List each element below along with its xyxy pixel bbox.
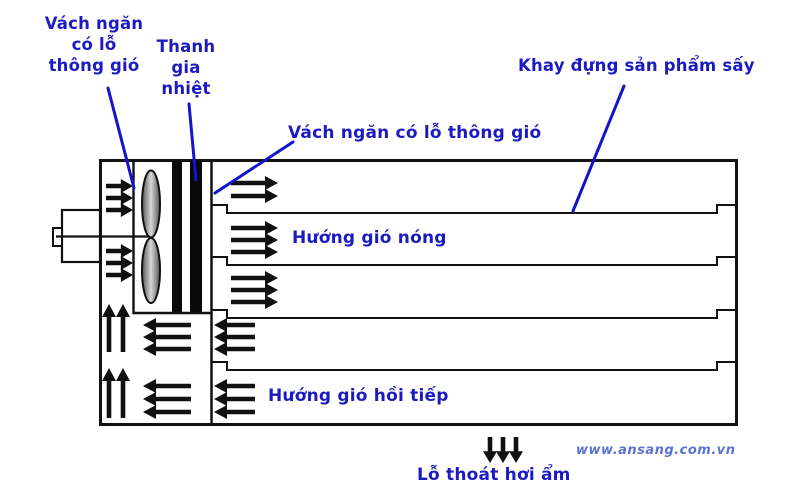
flow-arrow-l (143, 405, 191, 419)
flow-arrow-u (116, 368, 130, 418)
tray-line (212, 361, 736, 371)
flow-arrow-r (231, 295, 278, 309)
flow-arrow-r (106, 191, 133, 205)
label-partition-mid: Vách ngăn có lỗ thông gió (288, 123, 542, 143)
flow-arrow-u (116, 304, 130, 352)
tray-line (212, 256, 736, 266)
flow-arrow-l (214, 379, 255, 393)
flow-arrow-r (106, 256, 133, 270)
flow-arrow-l (214, 318, 255, 332)
flow-arrow-r (231, 233, 278, 247)
tray-line (212, 309, 736, 319)
label-heater: Thanh gia nhiệt (156, 37, 216, 98)
leader-line-partition-left (106, 86, 136, 190)
label-hot-air: Hướng gió nóng (292, 228, 447, 248)
flow-arrow-d (483, 437, 497, 463)
leader-line-heater (187, 102, 198, 182)
flow-arrow-d (509, 437, 523, 463)
flow-arrow-r (106, 244, 133, 258)
drying-trays (212, 204, 736, 371)
heater-bars (172, 161, 202, 312)
flow-arrow-l (214, 330, 255, 344)
flow-arrow-l (143, 318, 191, 332)
chamber-outline (99, 159, 738, 426)
label-tray: Khay đựng sản phẩm sấy (518, 56, 755, 75)
label-return-air: Hướng gió hồi tiếp (268, 386, 449, 406)
flow-arrow-r (231, 283, 278, 297)
flow-arrow-r (231, 189, 278, 203)
flow-arrow-r (106, 203, 133, 217)
label-partition-left: Vách ngăn có lỗ thông gió (44, 14, 144, 75)
flow-arrow-l (143, 342, 191, 356)
flow-arrow-r (231, 221, 278, 235)
flow-arrow-l (143, 379, 191, 393)
fan-housing-wall (132, 161, 212, 315)
flow-arrow-u (102, 368, 116, 418)
flow-arrow-r (231, 271, 278, 285)
flow-arrow-r (231, 176, 278, 190)
flow-arrow-l (214, 342, 255, 356)
flow-arrow-l (143, 392, 191, 406)
flow-arrow-l (214, 392, 255, 406)
watermark-text: www.ansang.com.vn (576, 443, 736, 458)
label-moisture-vent: Lỗ thoát hơi ẩm (417, 465, 571, 485)
flow-arrow-d (496, 437, 510, 463)
fan-blades (141, 169, 161, 304)
tray-line (212, 204, 736, 214)
flow-arrow-u (102, 304, 116, 352)
leader-line-partition-mid (213, 140, 295, 195)
flow-arrow-l (143, 330, 191, 344)
leader-line-tray (571, 84, 626, 213)
airflow-arrows (102, 176, 523, 463)
flow-arrow-r (106, 268, 133, 282)
flow-arrow-r (231, 245, 278, 259)
flow-arrow-l (214, 405, 255, 419)
flow-arrow-r (106, 179, 133, 193)
